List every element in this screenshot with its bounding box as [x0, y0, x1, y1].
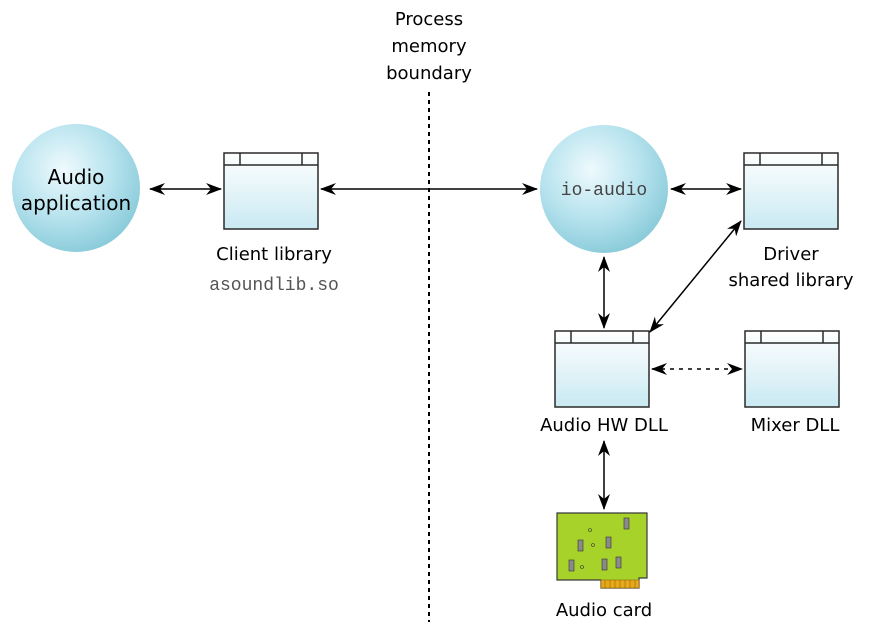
process-boundary: Process memory boundary — [386, 9, 472, 622]
mixer-dll-node: Mixer DLL — [744, 330, 840, 436]
client-library-label: Client library — [216, 244, 332, 265]
audio-hw-dll-label: Audio HW DLL — [540, 415, 668, 436]
audio-card-label: Audio card — [556, 600, 652, 621]
sphere-icon — [540, 125, 668, 253]
driver-shared-library-node: Driver shared library — [729, 152, 854, 291]
io-audio-label: io-audio — [561, 181, 647, 201]
driver-label-line1: Driver — [763, 244, 819, 265]
arrow-driver-to-hw-dll — [649, 220, 742, 333]
library-module-icon — [223, 152, 319, 230]
library-module-icon — [743, 152, 839, 230]
library-module-icon — [554, 330, 650, 408]
boundary-label-line1: Process — [395, 9, 463, 30]
audio-application-node: Audio application — [12, 124, 140, 252]
boundary-label-line3: boundary — [386, 63, 472, 84]
client-library-node: Client library asoundlib.so — [209, 152, 339, 296]
audio-app-label-line1: Audio — [48, 165, 105, 189]
io-audio-node: io-audio — [540, 125, 668, 253]
mixer-dll-label: Mixer DLL — [751, 415, 840, 436]
client-library-filename: asoundlib.so — [209, 276, 339, 296]
library-module-icon — [744, 330, 840, 408]
boundary-label-line2: memory — [391, 36, 467, 57]
driver-label-line2: shared library — [729, 270, 854, 291]
sphere-icon — [12, 124, 140, 252]
connectors — [149, 183, 743, 510]
audio-app-label-line2: application — [21, 191, 131, 215]
sound-card-icon — [556, 512, 648, 589]
audio-hw-dll-node: Audio HW DLL — [540, 330, 668, 436]
audio-card-node: Audio card — [556, 512, 652, 621]
